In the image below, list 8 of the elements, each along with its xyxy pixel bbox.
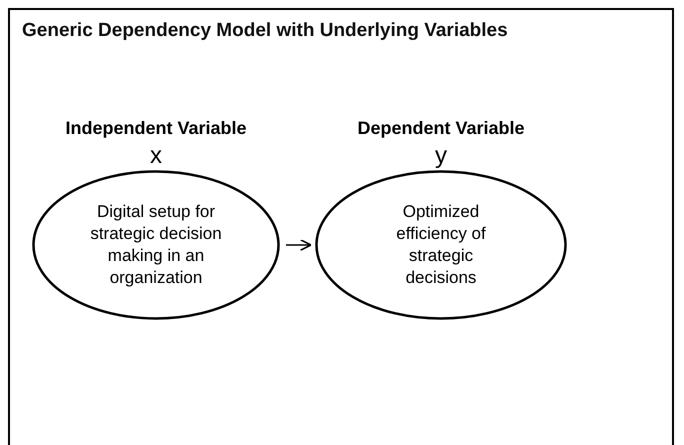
- variable-heading: Dependent Variable: [356, 118, 526, 139]
- title: Generic Dependency Model with Underlying Variables: [22, 20, 508, 42]
- variable-symbol: y: [434, 142, 448, 170]
- node-text: Optimized efficiency of strategic decisions: [395, 200, 487, 290]
- variable-heading: Independent Variable: [64, 118, 248, 139]
- arrow: [286, 238, 312, 252]
- variable-symbol: x: [149, 142, 163, 170]
- node-text: Digital setup for strategic decision making in an organization: [89, 200, 223, 290]
